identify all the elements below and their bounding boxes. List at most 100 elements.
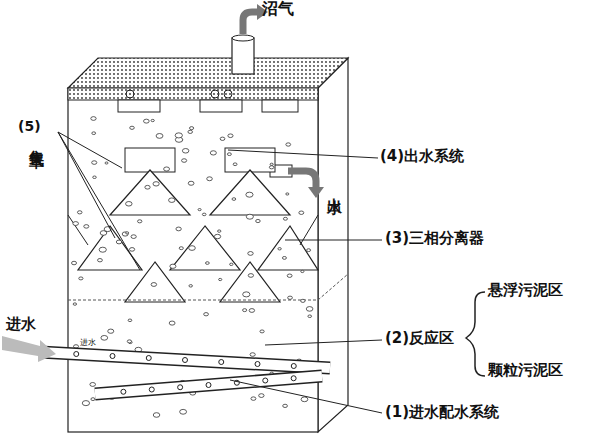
bubble [108, 329, 114, 333]
bubble [283, 217, 287, 220]
swirl [224, 90, 232, 98]
pipe-holes [74, 352, 297, 395]
inlet-pipe [95, 376, 322, 394]
bubble [130, 126, 135, 129]
bubble [259, 394, 264, 398]
bubble [287, 274, 292, 277]
bubble-group [72, 117, 313, 418]
gas-pipe [232, 38, 254, 74]
outlet-arrow [288, 171, 316, 188]
bubble [126, 202, 132, 207]
leader-line [58, 132, 140, 270]
leader-line [265, 340, 382, 345]
bubble [307, 249, 311, 252]
part-name: (3)三相分离器 [385, 230, 484, 247]
bubble [151, 119, 154, 121]
bubble [301, 397, 308, 402]
bubble [169, 198, 175, 203]
bubble [251, 397, 256, 400]
bubble [269, 166, 274, 169]
bubble [90, 382, 96, 386]
leader-line [230, 380, 382, 413]
bubble [207, 177, 213, 181]
bubble [72, 261, 77, 265]
bubble [175, 133, 182, 138]
bubble [301, 270, 304, 272]
reactor-top [68, 58, 348, 88]
part-name: (1)进水配水系统 [385, 404, 499, 421]
bubble [127, 340, 131, 343]
callout-number: (5) [18, 118, 41, 134]
pipe-hole [74, 352, 79, 357]
bubble [128, 319, 132, 322]
bubble [189, 127, 193, 130]
gas-label: 沼气 [262, 0, 294, 18]
bubble [286, 143, 291, 146]
bubble [182, 149, 188, 154]
bubble [220, 137, 225, 140]
bubble [301, 299, 305, 302]
pipe-hole [219, 360, 224, 365]
bubble [92, 132, 96, 135]
pipe-hole [263, 378, 268, 383]
bubble [77, 211, 82, 214]
outlet-trough [68, 88, 318, 100]
bubble [179, 247, 183, 250]
bubble [129, 248, 134, 252]
bubble [131, 235, 136, 239]
bubble [256, 219, 261, 222]
bubble [233, 163, 237, 166]
gas-hood [220, 262, 280, 302]
bubble [79, 277, 83, 280]
swirl [211, 90, 219, 98]
bubble [126, 232, 129, 234]
bubble [306, 307, 313, 312]
bubble [288, 296, 293, 299]
bubble [243, 292, 250, 297]
flow-label: 进水 [6, 316, 36, 333]
bubble [250, 353, 255, 357]
reactor-side [318, 58, 348, 432]
bubble [278, 248, 281, 250]
gas-hood [110, 170, 190, 215]
gas-hood [258, 226, 318, 270]
bubble [151, 283, 156, 287]
leader-line [285, 240, 382, 241]
bubble [219, 278, 222, 280]
inlet-pipe-inner [40, 352, 330, 368]
swirl [126, 90, 134, 98]
pipe-hole [183, 358, 188, 363]
bubble [205, 262, 209, 265]
zone-divider [318, 274, 348, 300]
bubble [144, 119, 150, 123]
inlet-arrow [2, 336, 56, 362]
bubble [260, 330, 264, 333]
gas-arrow [243, 12, 258, 34]
outlet-weir [262, 100, 298, 112]
pipe-label: 进水 [80, 338, 96, 347]
bubble [84, 225, 89, 229]
part-name: 集气罩 [28, 138, 45, 144]
bubble [92, 161, 97, 165]
bubble [198, 209, 201, 211]
bubble [82, 401, 89, 406]
flow-label: 出水 [326, 186, 343, 190]
zone-divider [68, 300, 318, 301]
bubble [189, 246, 196, 251]
gas-hood [170, 226, 240, 270]
bubble [283, 404, 288, 407]
bubble [246, 214, 253, 219]
bubble [202, 213, 206, 216]
bubble [180, 409, 187, 414]
gas-hood [210, 170, 290, 215]
part-name: (2)反应区 [385, 330, 454, 347]
pipe-hole [110, 354, 115, 359]
pipe-hole [178, 385, 183, 390]
bubble [91, 398, 95, 401]
pipe-hole [291, 376, 296, 381]
gas-chamber [125, 148, 175, 172]
gas-pipe-top [232, 35, 254, 41]
baffle [68, 215, 88, 245]
bubble [116, 240, 121, 244]
